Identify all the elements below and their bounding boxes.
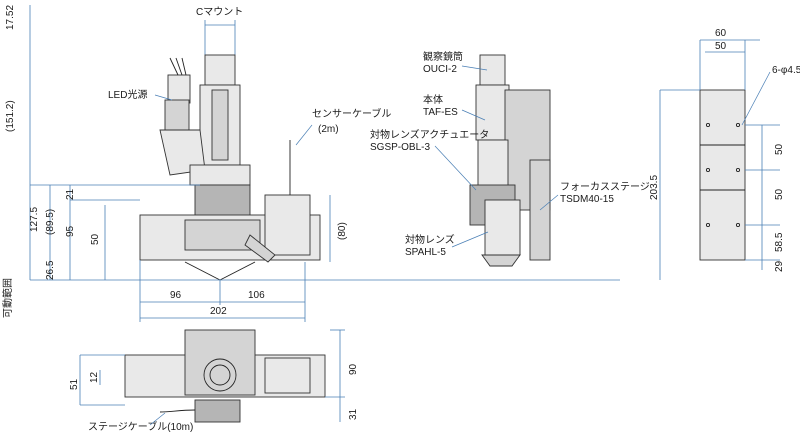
dim-203-5: 203.5 [649,175,660,200]
stage-cable-label: ステージケーブル(10m) [88,420,193,433]
dim-31: 31 [348,408,359,420]
dim-95: 95 [65,225,76,237]
objective-code: SPAHL-5 [405,247,446,258]
dim-17-52: 17.52 [5,5,16,30]
dim-106: 106 [248,290,265,301]
dim-50: 50 [90,233,101,245]
dim-26-5: 26.5 [45,260,56,280]
dim-90: 90 [348,363,359,375]
focus-stage-code: TSDM40-15 [560,194,614,205]
dim-96: 96 [170,290,182,301]
body-code: TAF-ES [423,107,458,118]
dim-80: (80) [337,222,348,240]
obs-tube-name: 観察鏡筒 [423,50,463,63]
dim-89-5: (89.5) [45,209,56,235]
mounting-plate [699,89,746,261]
sensor-cable-label: センサーケーブル [312,107,391,120]
led-label: LED光源 [108,88,147,101]
actuator-code: SGSP-OBL-3 [370,142,430,153]
top-view: ステージケーブル(10m) 51 12 90 31 [69,329,359,433]
dim-50-top: 50 [715,41,727,52]
camera-tube [204,54,236,86]
hole-label: 6-φ4.5 [772,65,800,76]
dim-51: 51 [69,378,80,390]
sensor-cable-length: (2m) [318,124,339,135]
dim-127-5: 127.5 [29,207,40,232]
dim-151-2: (151.2) [5,100,16,132]
body-name: 本体 [423,93,443,106]
dim-12: 12 [89,371,100,383]
front-view: Cマウント LED光源 センサーケーブル (2m) 17.5 [1,5,620,322]
c-mount-label: Cマウント [196,6,243,18]
plate-view: 60 50 6-φ4.5 50 50 58.5 29 203.5 [649,28,800,280]
dim-60: 60 [715,28,727,39]
dim-50-b: 50 [774,188,785,200]
objective-name: 対物レンズ [405,233,455,246]
dim-202: 202 [210,306,227,317]
side-view: 観察鏡筒 OUCI-2 本体 TAF-ES 対物レンズアクチュエータ SGSP-… [370,50,650,267]
obs-tube-code: OUCI-2 [423,64,457,75]
focus-stage-name: フォーカスステージ [560,181,650,193]
dim-29: 29 [774,260,785,272]
dim-21: 21 [65,188,76,200]
movement-range: 可動範囲 [1,278,14,318]
dim-50-a: 50 [774,143,785,155]
actuator-name: 対物レンズアクチュエータ [370,128,489,141]
dim-58-5: 58.5 [774,232,785,252]
